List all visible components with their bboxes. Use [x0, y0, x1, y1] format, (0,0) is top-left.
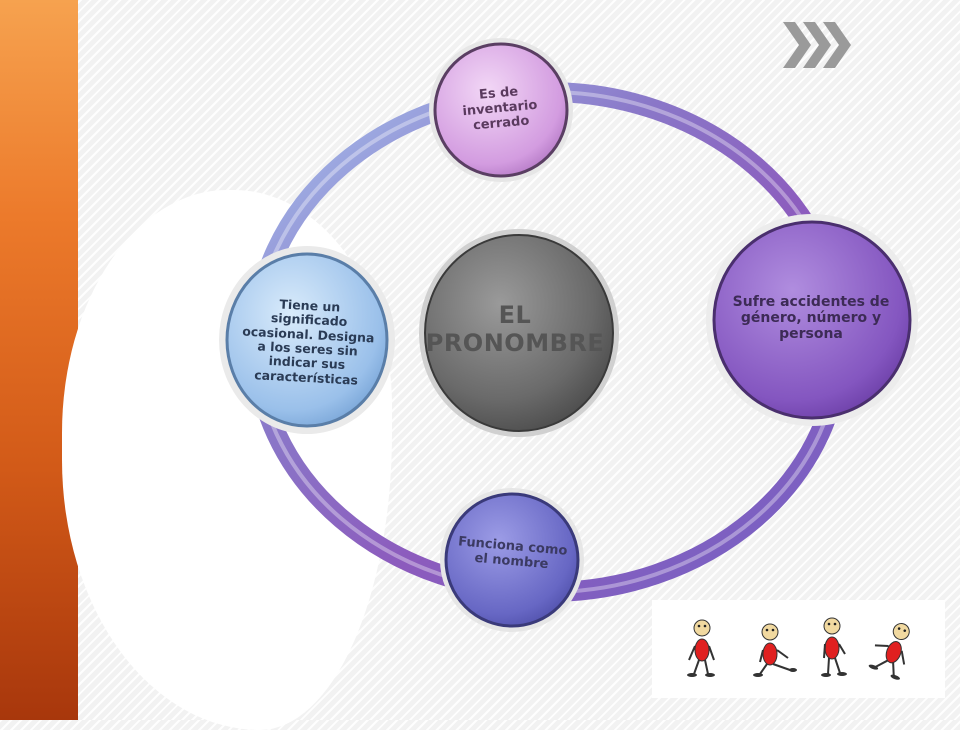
bottom-node [440, 488, 584, 632]
bottom-node-label: Funciona como el nombre [457, 534, 568, 573]
walking-figures-strip [652, 600, 945, 698]
triple-chevron-right-icon [783, 22, 851, 68]
right-node-label: Sufre accidentes de género, número y per… [732, 293, 890, 343]
left-node [219, 246, 395, 434]
right-node [706, 214, 918, 426]
top-node [429, 38, 573, 182]
side-accent-bar [0, 0, 78, 720]
stick-figure-icon [868, 623, 910, 680]
center-node-label: EL PRONOMBRE [425, 301, 605, 357]
stick-figure-icon [821, 617, 847, 677]
center-node [419, 229, 619, 437]
stick-figure-icon [687, 619, 715, 677]
stick-figure-icon [753, 623, 797, 677]
top-node-label: Es de inventario cerrado [461, 84, 538, 134]
left-node-label: Tiene un significado ocasional. Designa … [241, 296, 375, 388]
